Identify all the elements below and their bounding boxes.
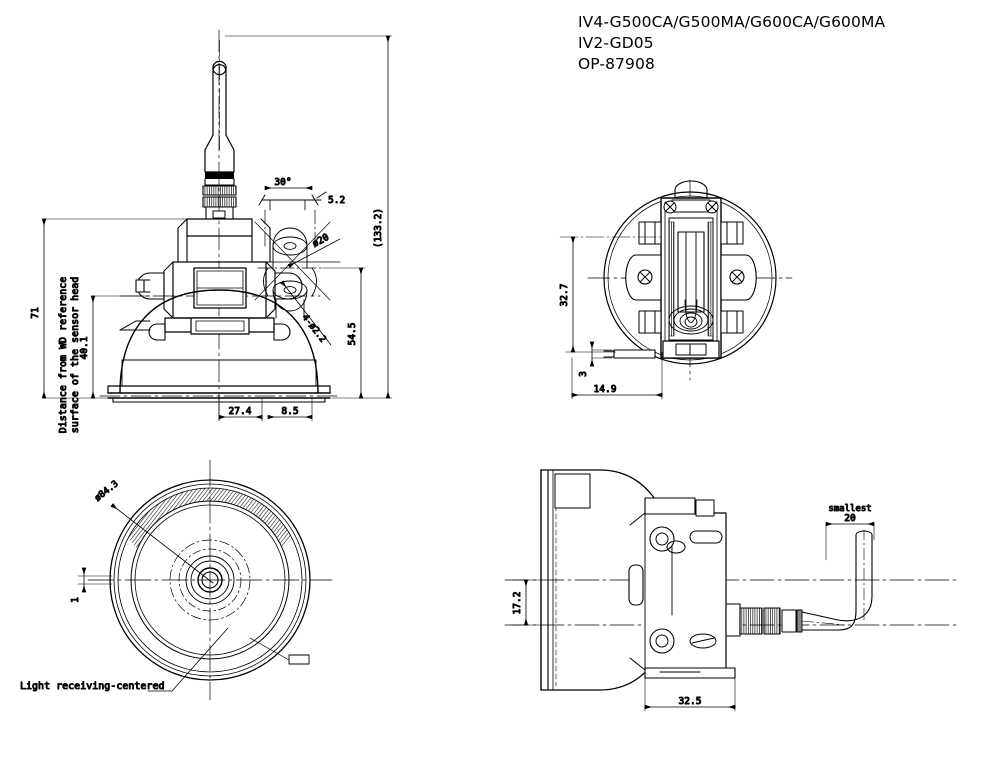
dim-4-dia-2-2: 4-ø2.2 [300, 313, 328, 345]
model-line-2: IV2-GD05 [578, 34, 654, 52]
view-front-elevation: 71 Distance from WD reference surface of… [30, 29, 393, 434]
dim-133-2: (133.2) [373, 208, 384, 248]
dim-20: 20 [844, 513, 856, 524]
dim-5-2: 5.2 [328, 195, 345, 206]
dim-3: 3 [578, 371, 589, 377]
dim-54-5: 54.5 [347, 323, 358, 346]
view-lens-face: ø84.3 1 Light receiving-centered [20, 459, 333, 701]
note-wd-line1: Distance from WD reference [58, 277, 69, 434]
dim-40-1: 40.1 [79, 336, 90, 359]
dim-17-2: 17.2 [512, 592, 523, 615]
model-line-3: OP-87908 [578, 55, 655, 73]
note-smallest: smallest [828, 504, 871, 514]
note-light-receiving: Light receiving-centered [20, 681, 165, 692]
dim-14-9: 14.9 [594, 384, 617, 395]
model-line-1: IV4-G500CA/G500MA/G600CA/G600MA [578, 13, 886, 31]
dim-8-5: 8.5 [281, 406, 298, 417]
dim-1: 1 [70, 597, 81, 603]
dim-dia-20: ø20 [311, 232, 332, 250]
model-number-header: IV4-G500CA/G500MA/G600CA/G600MA IV2-GD05… [578, 12, 885, 75]
dim-71: 71 [30, 307, 41, 319]
dim-dia-84-3: ø84.3 [93, 479, 121, 504]
view-top-plan: 32.7 3 14.9 [559, 179, 793, 400]
dim-32-7: 32.7 [559, 284, 570, 307]
note-wd-line2: surface of the sensor head [70, 277, 81, 434]
dim-27-4: 27.4 [229, 406, 252, 417]
dim-32-5: 32.5 [679, 696, 702, 707]
dim-30deg: 30° [274, 177, 291, 188]
view-side-elevation: 17.2 32.5 smallest 20 [504, 469, 961, 712]
